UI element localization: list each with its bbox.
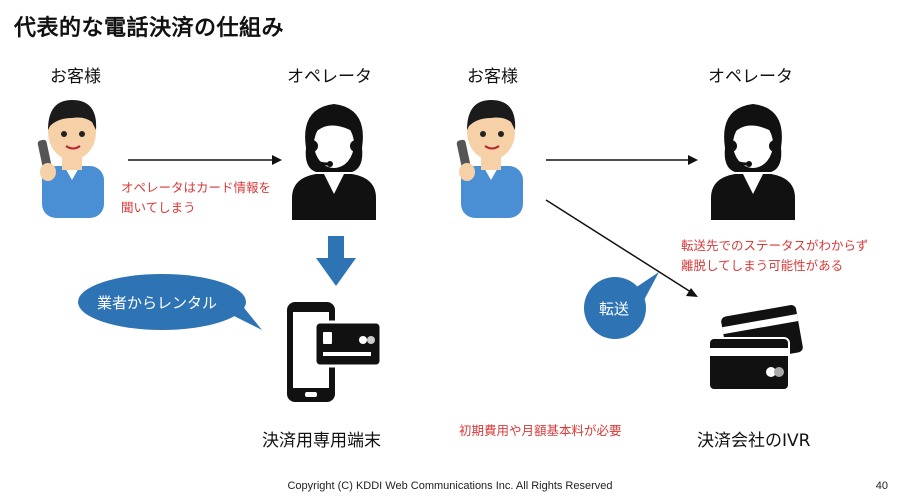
right-customer-label: お客様 bbox=[467, 67, 518, 87]
left-warning-line-1: オペレータはカード情報を bbox=[121, 180, 272, 195]
right-warning-text: 転送先でのステータスがわからず 離脱してしまう可能性がある bbox=[681, 236, 868, 276]
customer-phone-icon-right bbox=[456, 100, 523, 218]
operator-headset-icon-right bbox=[711, 104, 795, 220]
right-operator-label: オペレータ bbox=[708, 67, 793, 87]
left-operator-label: オペレータ bbox=[287, 67, 372, 87]
operator-headset-icon bbox=[292, 104, 376, 220]
left-customer-label: お客様 bbox=[50, 67, 101, 87]
rental-bubble-text: 業者からレンタル bbox=[97, 294, 218, 312]
device-label: 決済用専用端末 bbox=[262, 431, 381, 451]
payment-terminal-icon bbox=[287, 302, 383, 402]
rental-bubble bbox=[78, 274, 262, 330]
ivr-label: 決済会社のIVR bbox=[697, 431, 811, 451]
slide-title: 代表的な電話決済の仕組み bbox=[14, 16, 285, 41]
right-warning-line-2: 離脱してしまう可能性がある bbox=[681, 258, 844, 273]
transfer-bubble bbox=[584, 272, 659, 339]
left-warning-text: オペレータはカード情報を 聞いてしまう bbox=[121, 178, 271, 218]
down-arrow-icon bbox=[316, 236, 356, 286]
right-warning-line-1: 転送先でのステータスがわからず bbox=[681, 238, 869, 253]
cost-note: 初期費用や月額基本料が必要 bbox=[459, 423, 622, 438]
transfer-bubble-text: 転送 bbox=[599, 300, 630, 318]
left-warning-line-2: 聞いてしまう bbox=[121, 200, 196, 215]
page-number: 40 bbox=[875, 480, 888, 492]
customer-phone-icon bbox=[37, 100, 104, 218]
credit-cards-icon bbox=[708, 304, 803, 391]
copyright-footer: Copyright (C) KDDI Web Communications In… bbox=[287, 480, 613, 492]
